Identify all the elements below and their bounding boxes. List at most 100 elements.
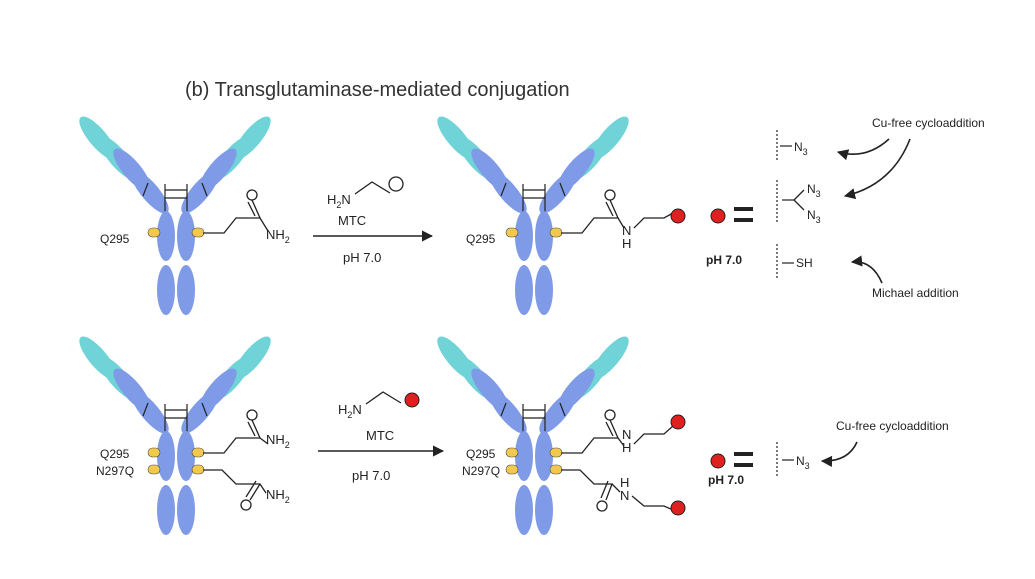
fc-domain [515, 485, 533, 535]
fc-domain [157, 265, 175, 315]
fc-domain [177, 211, 195, 261]
amide-subscript: 2 [285, 235, 290, 245]
antibody-top-left [79, 116, 271, 315]
glutamine-side-chain-top-left [203, 189, 269, 234]
payload-condition-top: pH 7.0 [706, 253, 742, 267]
linkage-h-bottom-1: H [622, 440, 631, 455]
fc-domain [157, 431, 175, 481]
arrow-to-azide-bottom [820, 441, 858, 467]
payload-dot [670, 208, 686, 224]
interchain-bond [201, 402, 208, 417]
fc-domain [515, 265, 533, 315]
linkage-h-top: H [622, 236, 631, 251]
placeholder-payload-circle [388, 176, 404, 192]
fc-domain [535, 211, 553, 261]
interchain-bond [559, 182, 566, 197]
antibody-top-right [437, 116, 629, 315]
reagent-amine-top: H2N [327, 176, 404, 210]
svg-text:N3: N3 [807, 208, 821, 225]
heavy-chain-domain [181, 170, 219, 214]
amide-label-bottom-2: NH2 [266, 487, 290, 505]
svg-text:H2N: H2N [338, 402, 362, 420]
interchain-bond [559, 402, 566, 417]
fc-domain [157, 211, 175, 261]
interchain-bond [500, 402, 507, 417]
svg-text:N3: N3 [807, 182, 821, 199]
heavy-chain-domain [489, 390, 527, 434]
heavy-chain-domain [489, 170, 527, 214]
payload-dot-legend-bottom [710, 453, 726, 469]
note-cycloaddition-bottom: Cu-free cycloaddition [836, 419, 949, 433]
glutamine-site [191, 464, 205, 475]
svg-text:N3: N3 [794, 140, 808, 157]
antibody-bottom-right [437, 336, 629, 535]
payload-dot-reagent [404, 392, 420, 408]
heavy-chain-domain [181, 390, 219, 434]
svg-text:SH: SH [796, 256, 813, 270]
glutamine-site [549, 447, 563, 458]
amide-nh: NH [266, 227, 285, 242]
residue-label-q295-bottom: Q295 [100, 447, 130, 461]
linkage-n-bottom-2: N [620, 488, 629, 503]
product-residue-n297q: N297Q [462, 464, 500, 478]
payload-dot-legend-top [710, 208, 726, 224]
conditions-label-bottom: pH 7.0 [352, 468, 390, 483]
fc-domain [535, 265, 553, 315]
interchain-bond [142, 182, 149, 197]
oxygen-atom [246, 189, 258, 201]
arrow-to-azide [836, 138, 890, 161]
glutamine-site [147, 464, 161, 475]
fc-domain [177, 431, 195, 481]
amide-label-bottom-1: NH2 [266, 432, 290, 450]
handle-azide: N3 [776, 130, 808, 162]
interchain-bond [201, 182, 208, 197]
note-cycloaddition-top: Cu-free cycloaddition [872, 116, 985, 130]
fc-domain [157, 485, 175, 535]
linkage-h-bottom-2: H [620, 475, 629, 490]
interchain-bond [142, 402, 149, 417]
glutamine-site [549, 464, 563, 475]
antibody-bottom-left [79, 336, 271, 535]
product-residue-q295: Q295 [466, 232, 496, 246]
note-michael-addition: Michael addition [872, 286, 959, 300]
equals-sign-bottom [734, 452, 753, 456]
linkage-n-top: N [622, 223, 631, 238]
conjugate-linker-top [561, 189, 686, 234]
fc-domain [177, 265, 195, 315]
fc-domain [515, 431, 533, 481]
reagent-amine-h: H2N [327, 192, 351, 210]
conjugate-linkers-bottom [561, 409, 686, 516]
glutamine-site [549, 227, 563, 238]
residue-label-n297q: N297Q [96, 464, 134, 478]
glutamine-site [147, 227, 161, 238]
handle-azide-bottom: N3 [776, 442, 810, 478]
figure-title: (b) Transglutaminase-mediated conjugatio… [185, 79, 570, 101]
glutamine-site [191, 447, 205, 458]
linkage-n-bottom-1: N [622, 427, 631, 442]
glutamine-site [147, 447, 161, 458]
residue-label-q295: Q295 [100, 232, 130, 246]
conditions-label-top: pH 7.0 [343, 250, 381, 265]
glutamine-side-chains-bottom-left [203, 409, 269, 511]
fc-domain [535, 431, 553, 481]
handle-thiol: SH [776, 244, 813, 280]
fc-domain [515, 211, 533, 261]
glutamine-site [505, 447, 519, 458]
heavy-chain-domain [539, 390, 577, 434]
interchain-bond [500, 182, 507, 197]
svg-text:N3: N3 [796, 454, 810, 471]
enzyme-label-top: MTC [338, 213, 366, 228]
heavy-chain-domain [131, 170, 169, 214]
reagent-amine-bottom: H2N [338, 391, 420, 420]
payload-condition-bottom: pH 7.0 [708, 473, 744, 487]
fc-domain [535, 485, 553, 535]
glutamine-site [505, 227, 519, 238]
product-residue-q295-bottom: Q295 [466, 447, 496, 461]
fc-domain [177, 485, 195, 535]
equals-sign-top [734, 207, 753, 211]
heavy-chain-domain [131, 390, 169, 434]
glutamine-site [191, 227, 205, 238]
arrow-to-thiol [850, 255, 883, 284]
enzyme-label-bottom: MTC [366, 428, 394, 443]
